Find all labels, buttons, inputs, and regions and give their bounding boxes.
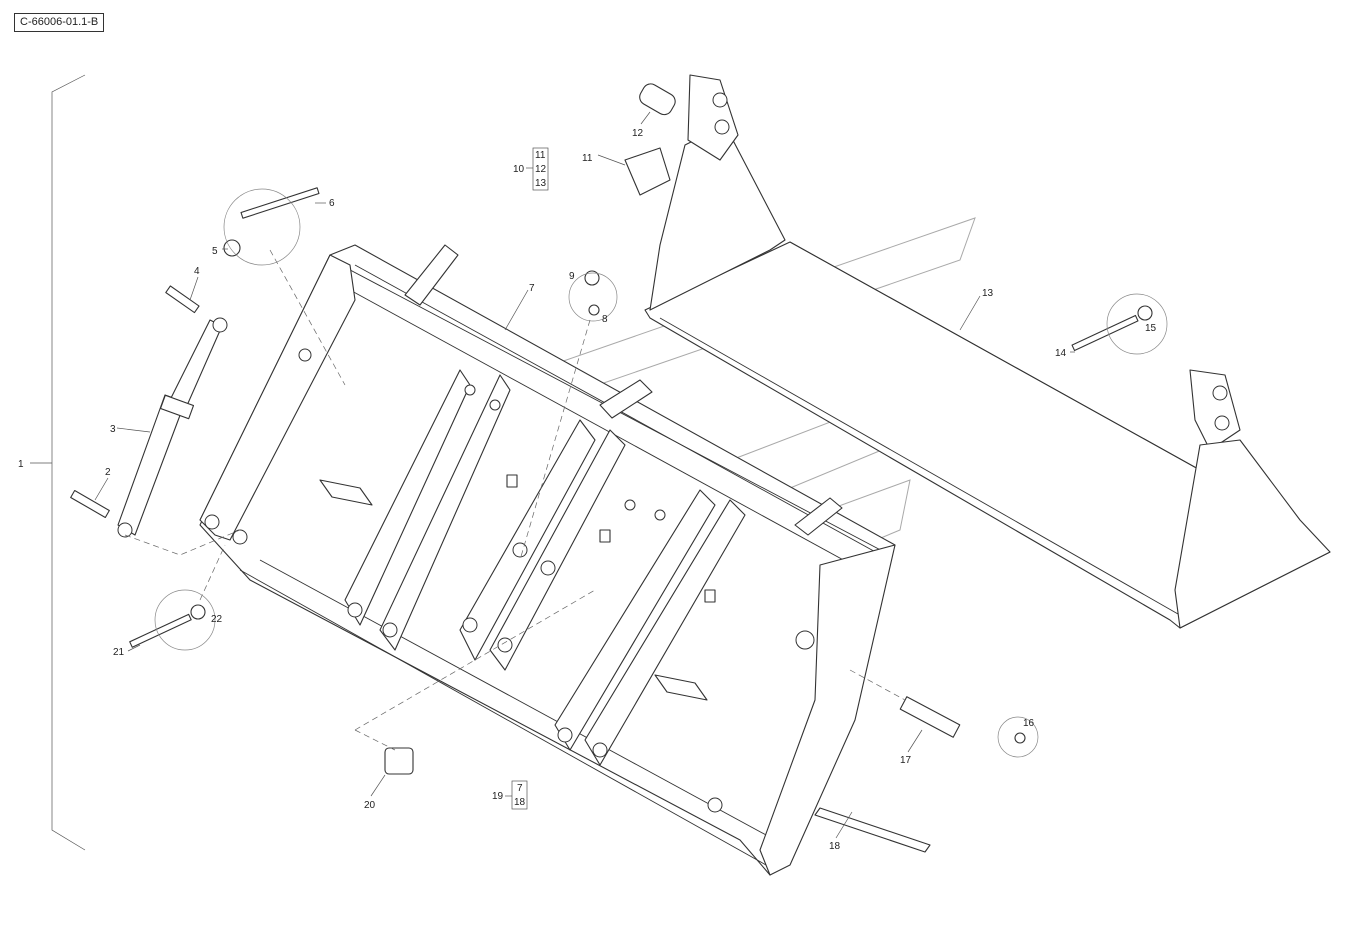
- callout-15: 15: [1145, 323, 1157, 334]
- group-boxes: [511, 147, 549, 810]
- shim-11: [624, 147, 671, 196]
- small-parts: [70, 83, 1153, 853]
- hydraulic-cylinder: [117, 317, 228, 538]
- callout-6: 6: [329, 198, 335, 209]
- callout-10-item-12: 12: [535, 164, 547, 175]
- bolt-21: [129, 613, 192, 648]
- callout-8: 8: [602, 314, 608, 325]
- callout-10-item-13: 13: [535, 178, 547, 189]
- nut-22: [190, 604, 206, 620]
- callout-13: 13: [982, 288, 994, 299]
- pin-17: [899, 696, 961, 738]
- callout-21: 21: [113, 647, 125, 658]
- callout-9: 9: [569, 271, 575, 282]
- grease-fitting-16: [1014, 732, 1026, 744]
- callout-19-item-18: 18: [514, 797, 526, 808]
- bushing-12: [639, 83, 676, 116]
- callout-17: 17: [900, 755, 912, 766]
- bolt-6: [240, 187, 320, 219]
- cutting-edge-blade: [644, 74, 1331, 629]
- callout-19: 19: [492, 791, 504, 802]
- callout-19-item-7: 7: [517, 783, 523, 794]
- callout-1: 1: [18, 459, 24, 470]
- callout-20: 20: [364, 800, 376, 811]
- nut-5: [223, 239, 241, 257]
- bucket-body: [199, 244, 896, 876]
- callout-10-item-11: 11: [535, 150, 546, 161]
- washer-8: [588, 304, 600, 316]
- detail-circles: [154, 188, 1168, 758]
- bolt-14: [1071, 314, 1139, 352]
- callout-10: 10: [513, 164, 525, 175]
- callout-5: 5: [212, 246, 218, 257]
- callout-12: 12: [632, 128, 644, 139]
- callout-labels: 1 2 3 4 5 6 7 8 9 10 11 12 13 11 12 13 1…: [18, 128, 1157, 852]
- pin-4: [165, 285, 200, 314]
- callout-7: 7: [529, 283, 535, 294]
- leader-lines: [94, 111, 1075, 839]
- grease-fitting-9: [584, 270, 600, 286]
- callout-22: 22: [211, 614, 223, 625]
- callout-14: 14: [1055, 348, 1067, 359]
- edge-18: [814, 807, 931, 853]
- callout-4: 4: [194, 266, 200, 277]
- callout-3: 3: [110, 424, 116, 435]
- callout-2: 2: [105, 467, 111, 478]
- diagram-reference-code: C-66006-01.1-B: [14, 13, 105, 32]
- callout-11: 11: [582, 153, 593, 164]
- assembly-bracket: [30, 74, 86, 851]
- pin-2: [70, 489, 110, 519]
- callout-16: 16: [1023, 718, 1035, 729]
- nut-15: [1137, 305, 1153, 321]
- bushing-20: [384, 747, 414, 775]
- assembly-lines: [124, 249, 906, 751]
- callout-18: 18: [829, 841, 841, 852]
